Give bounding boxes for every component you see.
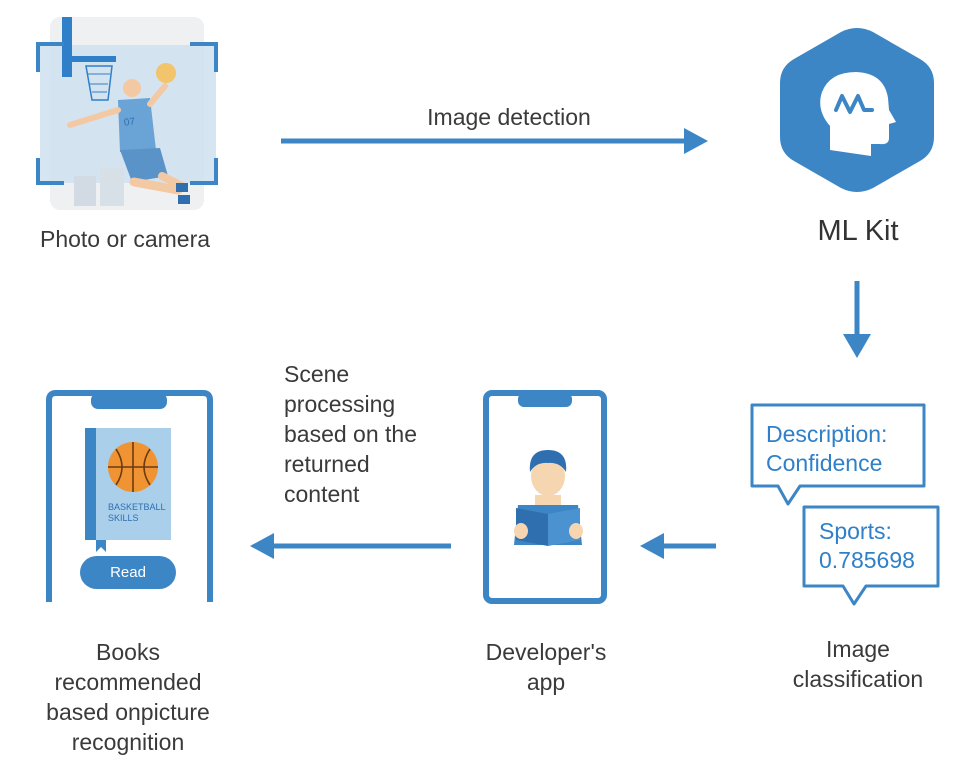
arrow-down (843, 281, 871, 358)
photo-node (36, 17, 218, 210)
book-title: BASKETBALL SKILLS (108, 502, 166, 523)
sports-bubble-text: Sports: 0.785698 (819, 517, 915, 575)
books-phone (46, 390, 213, 602)
read-button[interactable]: Read (110, 564, 146, 581)
developer-app-label: Developer's app (485, 639, 607, 695)
books-label: Books recommended based onpicture recogn… (46, 639, 210, 755)
mlkit-hexagon (780, 28, 934, 192)
arrow-image-detection (281, 128, 708, 154)
description-bubble-text: Description: Confidence (766, 420, 887, 478)
classification-label: Image classification (792, 636, 924, 692)
image-detection-label: Image detection (427, 104, 591, 130)
sports-bubble (802, 505, 940, 606)
photo-label: Photo or camera (39, 226, 211, 252)
arrow-to-developer-app (640, 533, 716, 559)
description-line-2: Confidence (766, 450, 883, 476)
description-line-1: Description: (766, 421, 888, 447)
read-button-shape (80, 556, 176, 589)
sports-line-1: Sports: (819, 518, 892, 544)
mlkit-label: ML Kit (817, 215, 899, 247)
brain-head-icon (820, 72, 896, 156)
description-bubble (750, 403, 926, 506)
jersey-number: 07 (123, 116, 136, 129)
basketball-icon (108, 442, 158, 492)
scene-processing-label: Scene processing based on the returned c… (284, 361, 418, 507)
arrow-to-books (250, 533, 451, 559)
sports-line-2: 0.785698 (819, 547, 915, 573)
developer-app-phone (483, 390, 607, 604)
